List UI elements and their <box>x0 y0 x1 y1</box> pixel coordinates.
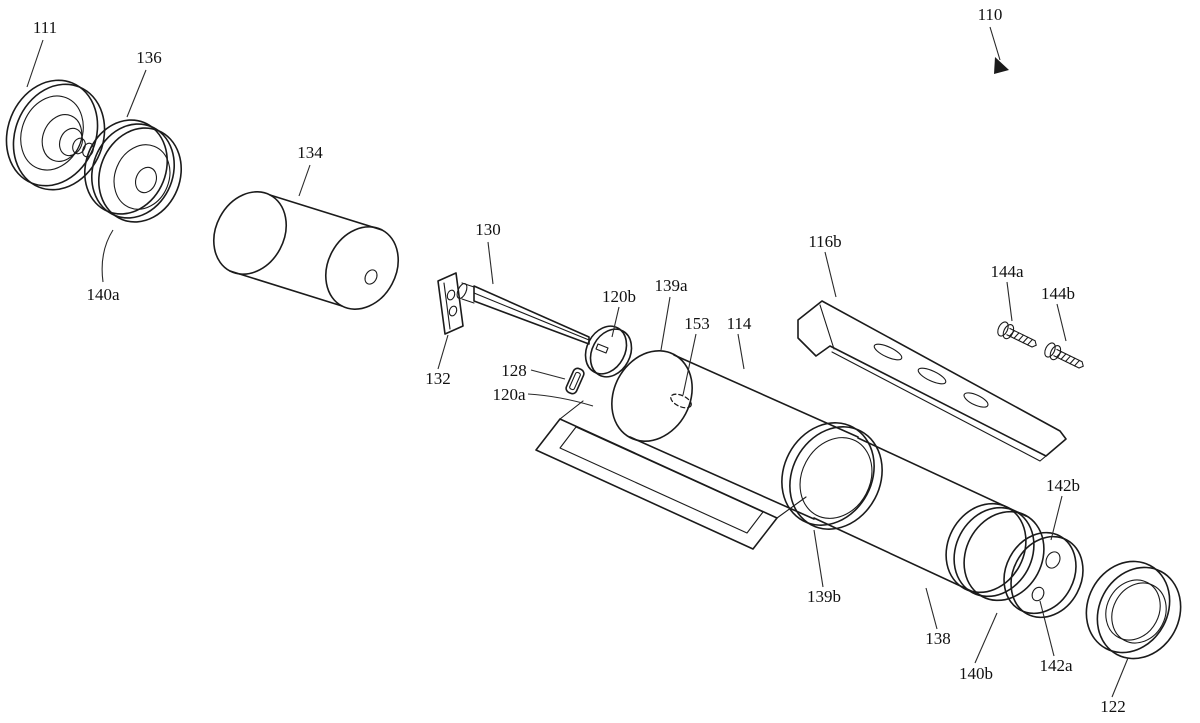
reference-arrow-110 <box>989 26 1009 74</box>
label-140b: 140b <box>959 664 993 683</box>
label-120a: 120a <box>492 385 526 404</box>
label-128: 128 <box>501 361 527 380</box>
end-cap-142 <box>1003 531 1084 619</box>
label-136: 136 <box>136 48 162 67</box>
label-139b: 139b <box>807 587 841 606</box>
label-139a: 139a <box>654 276 688 295</box>
label-138: 138 <box>925 629 951 648</box>
label-111: 111 <box>33 18 57 37</box>
bracket-arm <box>437 272 590 345</box>
screw-144b <box>1044 342 1084 369</box>
label-144b: 144b <box>1041 284 1075 303</box>
label-120b: 120b <box>602 287 636 306</box>
leader-lines <box>26 39 1129 698</box>
cylinder-138 <box>813 437 1045 602</box>
ring-139b <box>781 422 883 530</box>
label-130: 130 <box>475 220 501 239</box>
label-110: 110 <box>978 5 1003 24</box>
label-122: 122 <box>1100 697 1126 716</box>
screw-144a <box>997 321 1037 348</box>
part-128 <box>565 367 585 395</box>
cylinder-134 <box>213 191 399 310</box>
arrowhead <box>994 57 1009 74</box>
main-body-assembly <box>535 325 859 550</box>
dashed-feature-153 <box>670 393 692 409</box>
label-140a: 140a <box>86 285 120 304</box>
label-114: 114 <box>727 314 752 333</box>
wheel-assembly <box>5 79 183 223</box>
slot-120b <box>595 343 609 354</box>
label-142a: 142a <box>1039 656 1073 675</box>
label-134: 134 <box>297 143 323 162</box>
label-142b: 142b <box>1046 476 1080 495</box>
reference-numerals: 111 136 140a 134 130 132 128 120a 120b 1… <box>33 5 1126 716</box>
label-116b: 116b <box>808 232 841 251</box>
label-153: 153 <box>684 314 710 333</box>
label-144a: 144a <box>990 262 1024 281</box>
ring-122 <box>1085 560 1182 660</box>
label-132: 132 <box>425 369 451 388</box>
mounting-plate-116b <box>797 300 1067 462</box>
